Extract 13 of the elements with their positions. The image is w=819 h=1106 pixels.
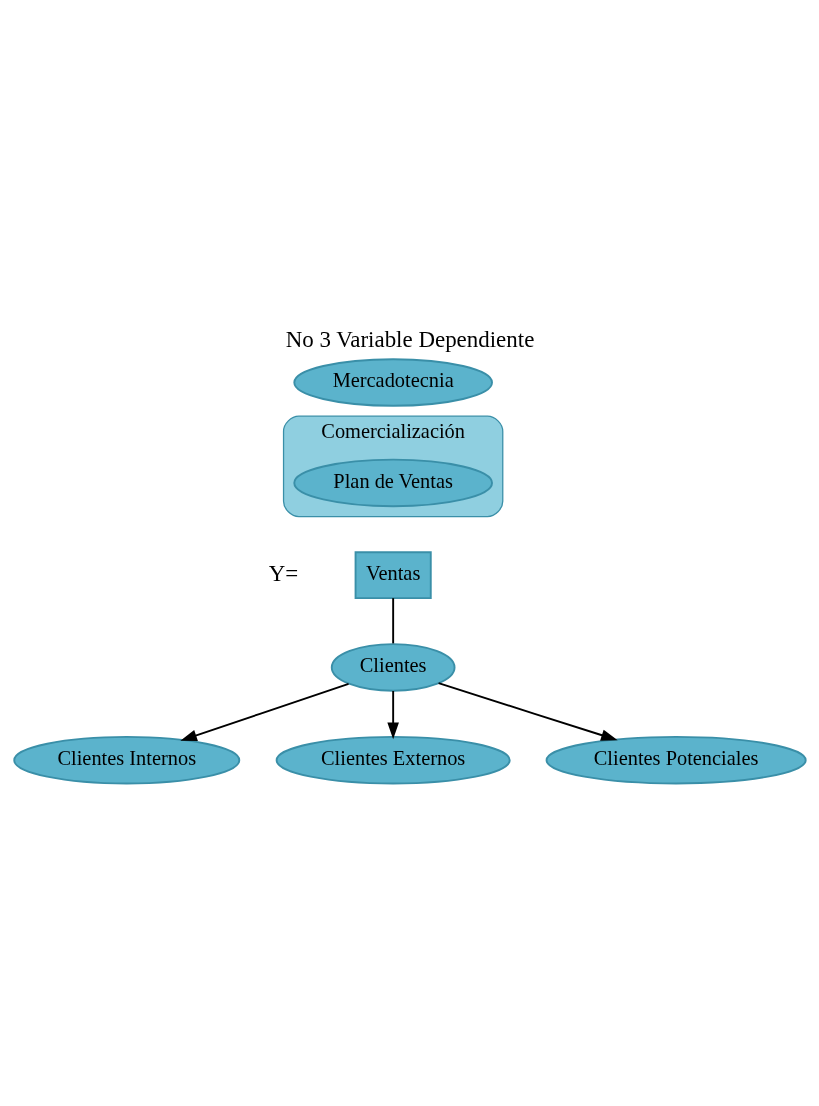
arrow	[386, 689, 399, 739]
connector	[391, 596, 394, 644]
arrow	[437, 681, 618, 741]
node-ellipse: Clientes Potenciales	[545, 735, 807, 784]
diagram-title: No 3 Variable Dependiente	[285, 326, 534, 352]
label: Y=	[268, 560, 298, 586]
node-ellipse: Mercadotecnia	[292, 357, 493, 407]
node-ellipse: Plan de Ventas	[292, 458, 493, 507]
node-box: Ventas	[354, 550, 432, 599]
node-ellipse: Clientes	[330, 642, 455, 692]
arrow	[179, 682, 350, 741]
node-ellipse: Clientes Externos	[275, 735, 511, 784]
node-ellipse: Clientes Internos	[12, 735, 240, 784]
